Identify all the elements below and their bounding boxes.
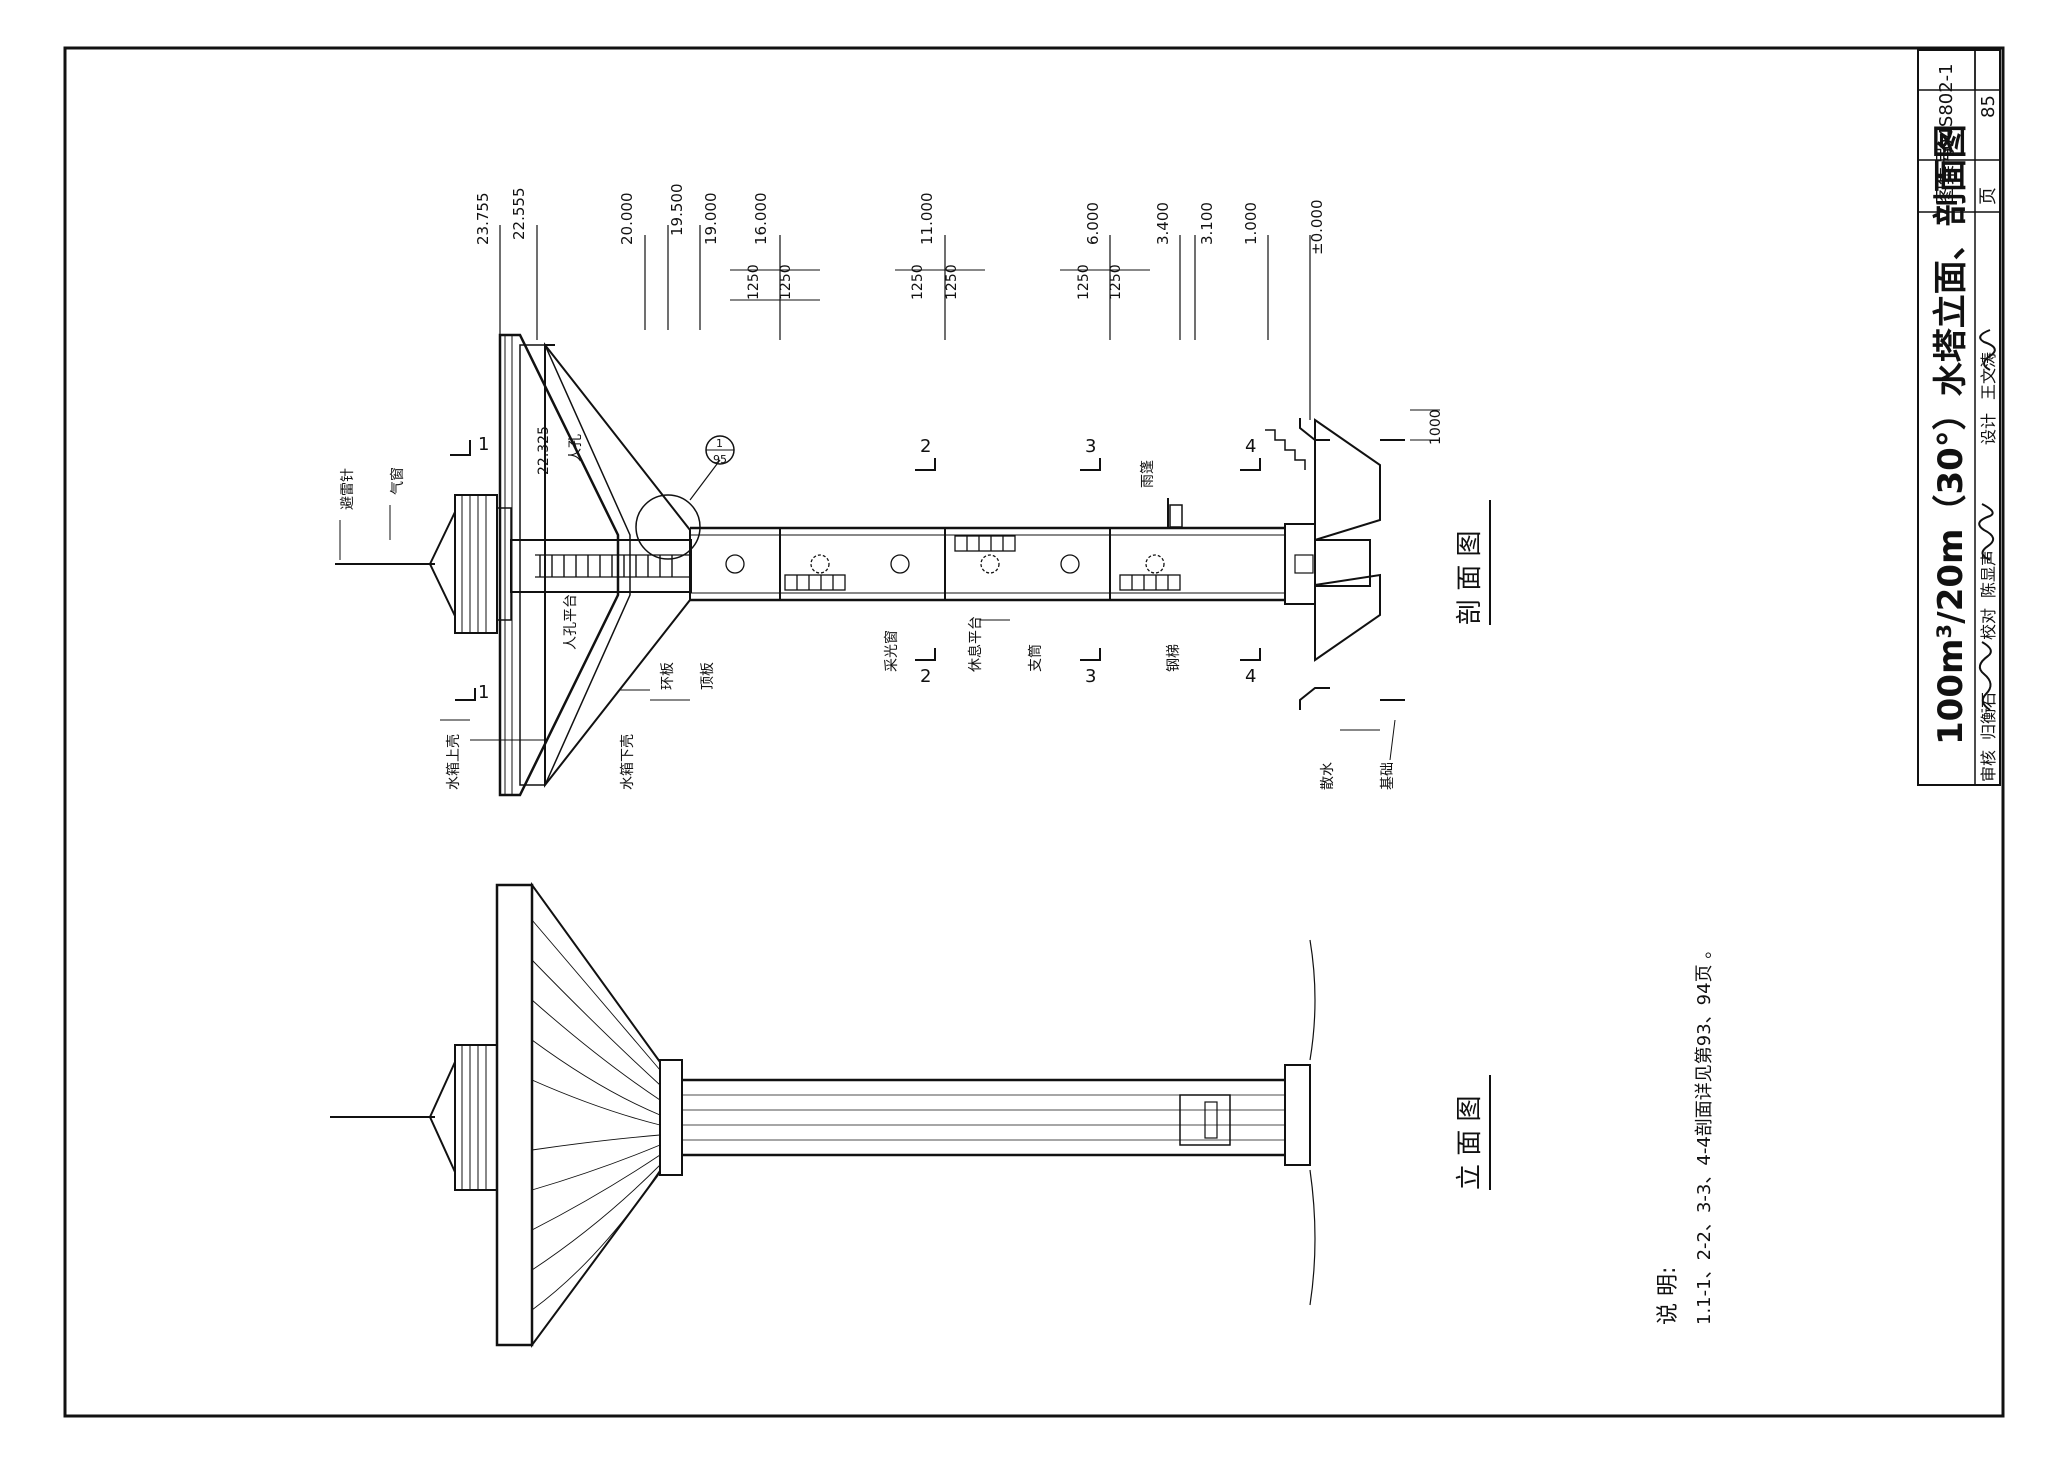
label-support-tube: 支筒	[1027, 644, 1044, 672]
elevation-19500: 19.500	[668, 184, 686, 237]
signature-1	[1978, 641, 1992, 711]
notes-heading: 说 明:	[1656, 1267, 1681, 1325]
label-foundation: 基础	[1379, 762, 1396, 790]
label-ring-plate: 环板	[660, 662, 676, 690]
section-mark-4b: 4	[1245, 666, 1256, 687]
section-mark-2: 2	[920, 436, 931, 457]
elevation-20000: 20.000	[618, 193, 636, 246]
label-top-plate: 顶板	[700, 662, 716, 690]
elevation-0: ±0.000	[1308, 199, 1326, 255]
label-rest-platform: 休息平台	[967, 616, 984, 672]
elevation-1000: 1.000	[1242, 202, 1260, 245]
signature-2	[1978, 503, 1995, 561]
label-steel-ladder: 钢梯	[1166, 644, 1182, 672]
notes: 说 明: 1.1-1、2-2、3-3、4-4剖面详见第93、94页 。	[1656, 941, 1715, 1325]
page-number: 85	[1978, 95, 1999, 118]
dim-upper-2: 1250	[778, 264, 794, 300]
dim-upper-1: 1250	[746, 264, 762, 300]
role-review-name: 归衡石	[1979, 692, 1998, 740]
elevation-22555: 22.555	[510, 188, 528, 241]
atlas-label: 图集号	[1933, 145, 1957, 205]
elevation-3100: 3.100	[1198, 202, 1216, 245]
signature-3	[1979, 329, 1996, 371]
role-design-name: 王文涛	[1979, 352, 1998, 400]
section-mark-3b: 3	[1085, 666, 1096, 687]
role-check: 校对	[1979, 608, 1998, 640]
label-apron: 散水	[1320, 762, 1336, 790]
elevation-23755: 23.755	[474, 193, 492, 246]
label-canopy: 雨篷	[1140, 460, 1156, 488]
role-check-name: 陈显声	[1979, 550, 1998, 598]
label-lightning-rod: 避雷针	[340, 468, 356, 510]
dim-middle-1: 1250	[910, 264, 926, 300]
dim-middle-2: 1250	[944, 264, 960, 300]
label-lower-shell: 水箱下壳	[619, 734, 636, 790]
elevation-markers: 23.755 22.555 20.000 19.500 19.000 16.00…	[474, 184, 1444, 446]
title-text: 100m³/20m（30°）水塔立面、剖面图	[1931, 124, 1971, 745]
elevation-19000: 19.000	[702, 193, 720, 246]
detail-callout-num: 1	[716, 437, 723, 450]
elevation-view: 立 面 图	[330, 881, 1491, 1349]
atlas-number: 04S802-1	[1936, 63, 1957, 150]
section-view-title: 剖 面 图	[1455, 530, 1485, 625]
elevation-6000: 6.000	[1084, 202, 1102, 245]
label-manhole-platform: 人孔平台	[563, 594, 579, 650]
dim-lower-2: 1250	[1108, 264, 1124, 300]
sheet-border	[63, 46, 2005, 1418]
section-mark-1: 1	[478, 434, 489, 455]
elevation-3400: 3.400	[1154, 202, 1172, 245]
label-manhole: 人孔	[568, 434, 584, 462]
role-review: 审核	[1979, 750, 1998, 782]
role-design: 设计	[1979, 413, 1998, 445]
dim-base: 1000	[1428, 409, 1444, 445]
elevation-16000: 16.000	[752, 193, 770, 246]
title-block: 100m³/20m（30°）水塔立面、剖面图 图集号 04S802-1 页 85…	[1917, 49, 2001, 786]
elevation-view-title: 立 面 图	[1455, 1095, 1485, 1190]
label-inner-level: 22.325	[536, 426, 552, 475]
detail-callout-page: 95	[713, 453, 727, 466]
label-upper-shell: 水箱上壳	[445, 734, 462, 790]
page-label: 页	[1978, 187, 1999, 205]
section-mark-3: 3	[1085, 436, 1096, 457]
section-mark-1b: 1	[478, 682, 489, 703]
section-marks	[450, 440, 1261, 701]
label-light-window: 采光窗	[883, 630, 900, 672]
section-mark-2b: 2	[920, 666, 931, 687]
notes-item-1: 1.1-1、2-2、3-3、4-4剖面详见第93、94页 。	[1694, 941, 1715, 1325]
label-vent-cap: 气窗	[389, 467, 406, 495]
section-mark-4: 4	[1245, 436, 1256, 457]
elevation-11000: 11.000	[918, 193, 936, 246]
section-view: 1 95	[335, 333, 1491, 797]
dim-lower-1: 1250	[1076, 264, 1092, 300]
